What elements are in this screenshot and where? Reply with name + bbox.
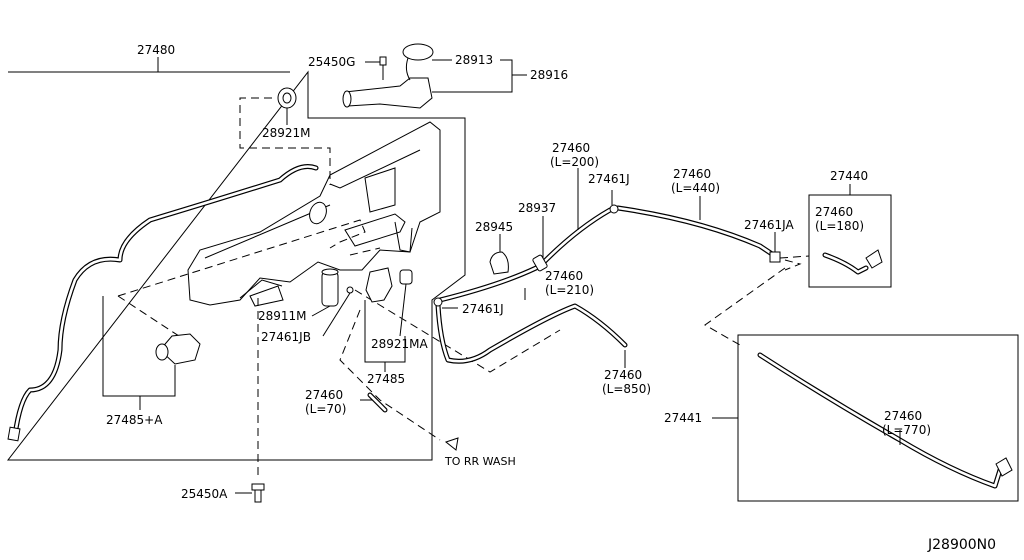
label-27461J-mid: 27461J <box>462 302 504 316</box>
front-pump-cap <box>155 343 169 361</box>
reservoir-group-frame <box>6 70 466 461</box>
label-to-rr-wash: TO RR WASH <box>444 455 516 468</box>
label-27460-70-len: (L=70) <box>305 402 346 416</box>
joint-27461J-mid <box>433 297 443 307</box>
label-27460-210-len: (L=210) <box>545 283 594 297</box>
bolt-25450A-head <box>251 483 265 491</box>
dashed-leader-rear-pump <box>339 289 561 441</box>
grommet-28921M <box>277 87 297 109</box>
connector-28937 <box>532 254 548 272</box>
hose-L770-inner <box>758 353 1002 488</box>
hose-L70-inner <box>368 393 387 412</box>
label-28913: 28913 <box>455 53 493 67</box>
to-rr-wash-arrow <box>444 437 459 451</box>
hose-L770-outer <box>757 352 1003 489</box>
leader-28916 <box>432 59 527 93</box>
filler-cap-strap <box>405 57 411 81</box>
label-27460-210-num: 27460 <box>545 269 583 283</box>
label-27460-200-len: (L=200) <box>550 155 599 169</box>
label-27485A: 27485+A <box>106 413 163 427</box>
filter-28911M <box>321 271 339 307</box>
label-27461JB: 27461JB <box>261 330 311 344</box>
label-27441: 27441 <box>664 411 702 425</box>
label-28921M: 28921M <box>262 126 311 140</box>
label-27460-180-len: (L=180) <box>815 219 864 233</box>
nozzle-27441 <box>995 457 1013 477</box>
washer-tank-bracket <box>364 167 413 253</box>
clip-28945 <box>489 251 509 275</box>
joint-27461JA <box>769 251 781 263</box>
label-27460-770-len: (L=770) <box>882 423 931 437</box>
hose-end-fitting <box>7 426 21 442</box>
label-27480: 27480 <box>137 43 175 57</box>
hose-L850-inner <box>436 303 627 363</box>
leader-27485A <box>102 296 176 410</box>
bolt-25450A-shaft <box>254 489 262 503</box>
hose-L200-inner <box>538 208 612 268</box>
dashed-leader-27440 <box>779 255 810 271</box>
front-pump-motor <box>159 333 201 365</box>
dashed-leader-tank-left <box>117 219 366 297</box>
filler-cap <box>402 43 434 61</box>
label-27460-440-num: 27460 <box>673 167 711 181</box>
hose-L440-outer <box>615 205 778 259</box>
leader-28921MA <box>399 283 407 337</box>
label-28911M: 28911M <box>258 309 307 323</box>
label-27440: 27440 <box>830 169 868 183</box>
label-27461J-top: 27461J <box>588 172 630 186</box>
joint-27461J-top <box>609 204 619 214</box>
label-27460-200-num: 27460 <box>552 141 590 155</box>
dashed-leader-pump <box>117 295 186 341</box>
nozzle-27440 <box>865 249 883 269</box>
hose-L180-inner <box>823 253 868 274</box>
dashed-leader-28911M <box>349 247 381 256</box>
label-28945: 28945 <box>475 220 513 234</box>
rear-pump-body <box>365 267 393 303</box>
hose-L200-outer <box>537 207 613 269</box>
dashed-leader-27441 <box>704 267 786 346</box>
leader-28911M <box>311 305 331 317</box>
label-25450G: 25450G <box>308 55 355 69</box>
washer-tank-neck <box>344 213 406 247</box>
label-28916: 28916 <box>530 68 568 82</box>
label-27485: 27485 <box>367 372 405 386</box>
bolt-25450G <box>379 56 387 66</box>
filler-neck <box>344 77 433 109</box>
hose-L440-inner <box>616 206 777 258</box>
front-washer-hose-outer <box>12 164 319 438</box>
leader-27461JB <box>322 292 351 337</box>
filler-neck-end <box>342 90 352 108</box>
label-27461JA: 27461JA <box>744 218 795 232</box>
grommet-28921M-inner <box>282 92 292 104</box>
label-27460-180-num: 27460 <box>815 205 853 219</box>
label-27460-70-num: 27460 <box>305 388 343 402</box>
level-sensor-port <box>309 201 327 225</box>
leader-27485 <box>364 300 406 372</box>
hose-L210-inner <box>438 266 538 302</box>
label-27460-440-len: (L=440) <box>671 181 720 195</box>
diagram-code: J28900N0 <box>927 537 996 553</box>
label-27460-770-num: 27460 <box>884 409 922 423</box>
label-28921MA: 28921MA <box>371 337 429 351</box>
label-25450A: 25450A <box>181 487 228 501</box>
dashed-leader-28921M <box>239 97 331 185</box>
label-27460-850-len: (L=850) <box>602 382 651 396</box>
rear-pump-grommet <box>399 269 413 285</box>
label-27460-850-num: 27460 <box>604 368 642 382</box>
label-28937: 28937 <box>518 201 556 215</box>
joint-27461JB <box>346 286 354 294</box>
front-washer-hose-inner <box>13 165 318 437</box>
tank-bottom-tab <box>249 285 284 307</box>
filter-28911M-top <box>321 268 339 276</box>
